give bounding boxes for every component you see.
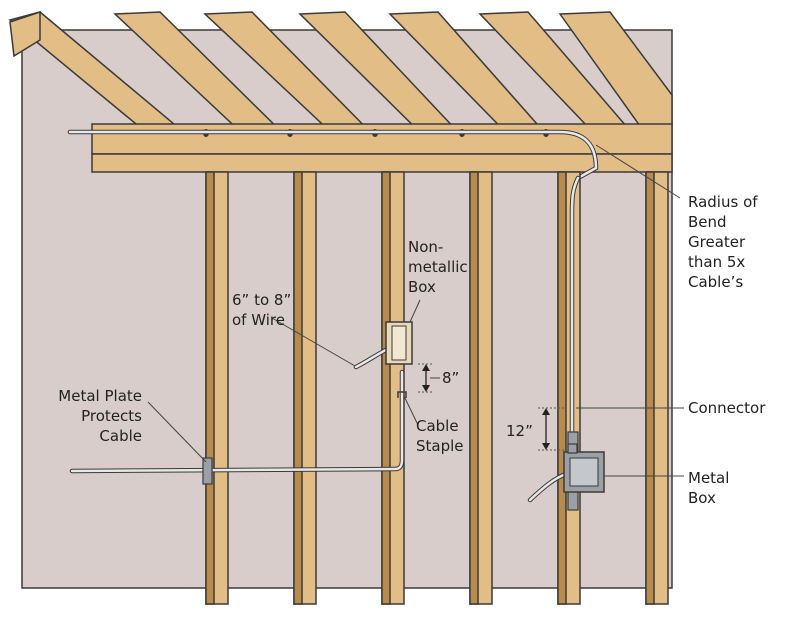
label-wire-length: 6” to 8” of Wire [232,291,292,329]
dim-12-arrow-down [542,443,550,450]
metal-box-inner [569,457,599,487]
connector [567,443,578,454]
dim-8-arrow-down [422,385,430,392]
dim-8-arrow-up [422,364,430,371]
leader-radius [595,144,681,199]
label-radius-of-bend: Radius of Bend Greater than 5x Cable’s [688,193,758,291]
leader-staple [403,395,419,426]
top-cable-core [68,130,598,180]
metal-plate [202,457,213,485]
label-12-inch: 12” [506,422,533,440]
stud-edge [557,171,567,605]
top-plate-lower [91,153,673,173]
leader-plate [147,401,207,463]
metal-box-cable-core [570,176,580,450]
stud-edge [645,171,655,605]
leader-wire [271,317,356,367]
stud-edge [381,171,391,605]
label-connector: Connector [688,399,766,417]
leader-nonmetallic [409,299,421,323]
leader-lines [147,144,684,477]
label-nonmetallic-box: Non- metallic Box [408,238,468,296]
label-metal-plate: Metal Plate Protects Cable [58,387,142,445]
front-rafter [9,10,41,58]
label-metal-box: Metal Box [688,469,730,507]
stud-edge [469,171,479,605]
studs [205,171,669,605]
rafters [8,11,673,153]
dim-12-arrow-up [542,408,550,415]
label-8-inch: 8” [442,369,460,387]
rafter [558,11,673,142]
stud-edge [205,171,215,605]
stud-edge [293,171,303,605]
label-cable-staple: Cable Staple [416,417,464,455]
nonmetallic-box-face [391,325,407,361]
horizontal-cable-core [70,370,404,473]
cable-staple [397,391,407,398]
